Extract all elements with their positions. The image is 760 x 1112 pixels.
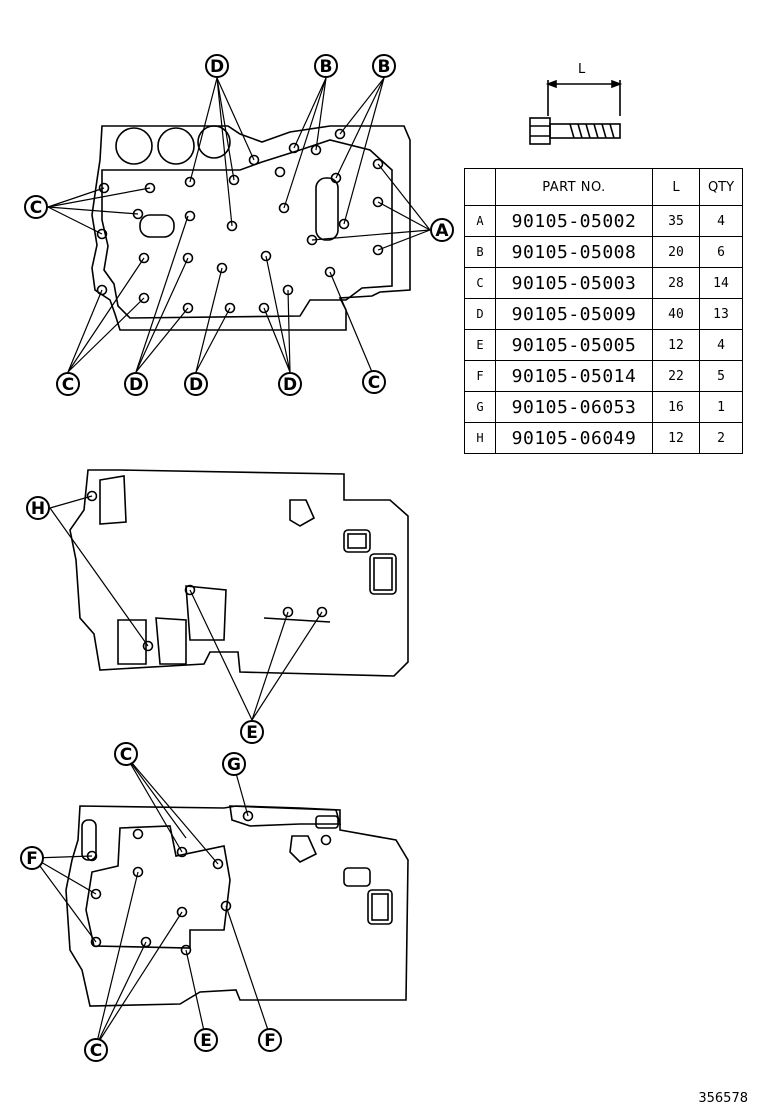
svg-text:D: D [129, 375, 143, 395]
row-length: 40 [652, 298, 700, 330]
middle-bolt-holes [86, 490, 328, 652]
svg-text:C: C [90, 1041, 102, 1061]
callout-F: F [258, 1028, 282, 1052]
row-key: E [464, 329, 496, 361]
top-leader-lines [47, 77, 431, 373]
dimension-label: L [578, 62, 586, 77]
svg-text:F: F [26, 849, 38, 869]
row-key: C [464, 267, 496, 299]
callout-D: D [124, 372, 148, 396]
row-key: F [464, 360, 496, 392]
callout-C: C [84, 1038, 108, 1062]
header-key [464, 168, 496, 206]
row-length: 12 [652, 422, 700, 454]
top-valve-body-inner [101, 139, 393, 319]
callout-C: C [24, 195, 48, 219]
row-part-no: 90105-06053 [495, 391, 653, 423]
row-qty: 4 [699, 205, 743, 237]
svg-text:G: G [227, 755, 241, 775]
svg-text:B: B [320, 57, 333, 77]
row-part-no: 90105-05005 [495, 329, 653, 361]
callout-E: E [194, 1028, 218, 1052]
callout-B: B [372, 54, 396, 78]
svg-text:A: A [435, 221, 449, 241]
row-length: 20 [652, 236, 700, 268]
svg-text:E: E [246, 723, 258, 743]
callout-B: B [314, 54, 338, 78]
row-qty: 13 [699, 298, 743, 330]
svg-text:H: H [31, 499, 45, 519]
callout-C: C [56, 372, 80, 396]
row-length: 22 [652, 360, 700, 392]
middle-leader-lines [49, 495, 323, 721]
row-key: H [464, 422, 496, 454]
svg-text:D: D [283, 375, 297, 395]
row-key: A [464, 205, 496, 237]
middle-plate-outline [69, 469, 409, 677]
row-qty: 6 [699, 236, 743, 268]
row-part-no: 90105-05009 [495, 298, 653, 330]
callout-D: D [205, 54, 229, 78]
svg-text:D: D [210, 57, 224, 77]
row-length: 16 [652, 391, 700, 423]
callout-C: C [362, 370, 386, 394]
bolt-icon [529, 79, 623, 145]
header-length: L [652, 168, 700, 206]
svg-text:F: F [264, 1031, 276, 1051]
row-part-no: 90105-05014 [495, 360, 653, 392]
svg-text:C: C [368, 373, 380, 393]
svg-text:C: C [62, 375, 74, 395]
bottom-leader-lines [33, 755, 271, 1047]
callout-D: D [184, 372, 208, 396]
row-qty: 5 [699, 360, 743, 392]
header-part-no: PART NO. [495, 168, 653, 206]
callout-A: A [430, 218, 454, 242]
svg-text:C: C [30, 198, 42, 218]
callout-G: G [222, 752, 246, 776]
callout-H: H [26, 496, 50, 520]
callout-D: D [278, 372, 302, 396]
row-part-no: 90105-05008 [495, 236, 653, 268]
callout-C: C [114, 742, 138, 766]
header-qty: QTY [699, 168, 743, 206]
svg-text:E: E [200, 1031, 212, 1051]
row-key: G [464, 391, 496, 423]
row-qty: 4 [699, 329, 743, 361]
row-length: 12 [652, 329, 700, 361]
callouts: D B B C A C D D D C H E C G F C E F [20, 54, 454, 1062]
callout-E: E [240, 720, 264, 744]
row-qty: 1 [699, 391, 743, 423]
svg-text:C: C [120, 745, 132, 765]
bottom-bolt-holes [86, 810, 332, 956]
row-qty: 2 [699, 422, 743, 454]
callout-F: F [20, 846, 44, 870]
bottom-plate-outline [65, 805, 409, 1007]
row-length: 28 [652, 267, 700, 299]
row-length: 35 [652, 205, 700, 237]
row-part-no: 90105-06049 [495, 422, 653, 454]
row-part-no: 90105-05002 [495, 205, 653, 237]
row-key: D [464, 298, 496, 330]
row-key: B [464, 236, 496, 268]
row-part-no: 90105-05003 [495, 267, 653, 299]
row-qty: 14 [699, 267, 743, 299]
svg-text:B: B [378, 57, 391, 77]
svg-text:D: D [189, 375, 203, 395]
reference-number: 356578 [698, 1091, 748, 1106]
table-header-row: PART NO. L QTY [464, 168, 743, 206]
